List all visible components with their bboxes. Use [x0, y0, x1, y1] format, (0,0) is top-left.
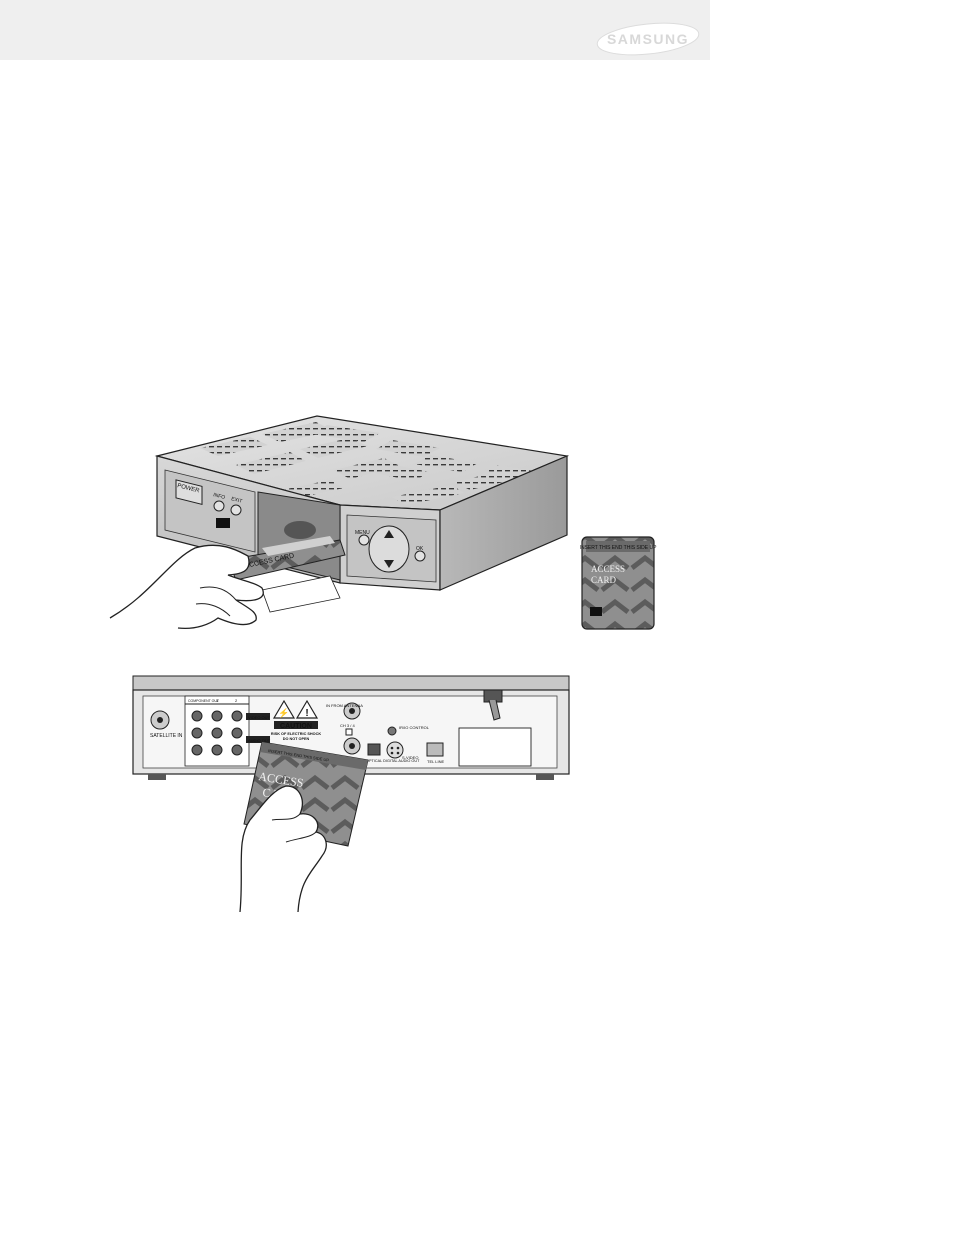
svg-text:⚡: ⚡	[278, 707, 289, 719]
ok-label: OK	[416, 546, 424, 552]
info-label: INFO	[213, 492, 226, 501]
menu-label: MENU	[355, 530, 370, 536]
exclamation-warning-icon	[295, 699, 319, 719]
card-strip-text: INSERT THIS END THIS SIDE UP	[580, 545, 658, 551]
s-video-label: S-VIDEO	[402, 755, 418, 760]
in-from-antenna-label: IN FROM ANTENNA	[326, 703, 363, 708]
card-slot	[458, 727, 532, 767]
directv-logo	[216, 518, 230, 528]
card-title-line2: CARD	[591, 575, 617, 585]
svg-text:DO NOT OPEN: DO NOT OPEN	[283, 737, 310, 741]
power-label: POWER	[177, 483, 201, 494]
receiver-rear-view: SATELLITE IN COMPONENT OUT 1 2 VIDEO OUT…	[132, 675, 570, 913]
tel-line-label: TEL LINE	[427, 759, 445, 764]
svg-text:1: 1	[216, 698, 219, 703]
exit-label: EXIT	[231, 496, 243, 505]
card-title-line1: ACCESS	[591, 564, 625, 574]
samsung-logo: SAMSUNG	[596, 22, 700, 56]
optical-out-label: OPTICAL DIGITAL AUDIO OUT	[366, 759, 420, 763]
svg-text:COMPONENT OUT: COMPONENT OUT	[188, 699, 220, 703]
access-card-illustration: INSERT THIS END THIS SIDE UP ACCESS CARD	[580, 536, 658, 630]
receiver-front-view: POWER INFO EXIT MENU OK ACCESS CARD	[109, 415, 570, 630]
svg-text:2: 2	[235, 698, 238, 703]
svg-text:SAMSUNG: SAMSUNG	[607, 31, 689, 47]
svg-text:RISK OF ELECTRIC SHOCK: RISK OF ELECTRIC SHOCK	[271, 732, 321, 736]
video-out-label: VIDEO OUT	[248, 715, 271, 720]
shock-warning-icon	[272, 699, 296, 719]
ch-switch-label: CH 3 / 4	[340, 723, 355, 728]
caution-label: CAUTION	[280, 723, 312, 730]
card-logo-icon	[590, 607, 602, 616]
satellite-in-label: SATELLITE IN	[150, 733, 183, 739]
audio-out-label: AUDIO OUT	[248, 738, 271, 743]
ir-control-label: IR/IO CONTROL	[399, 725, 430, 730]
page-header-bar	[0, 0, 710, 60]
svg-text:!: !	[305, 708, 308, 719]
